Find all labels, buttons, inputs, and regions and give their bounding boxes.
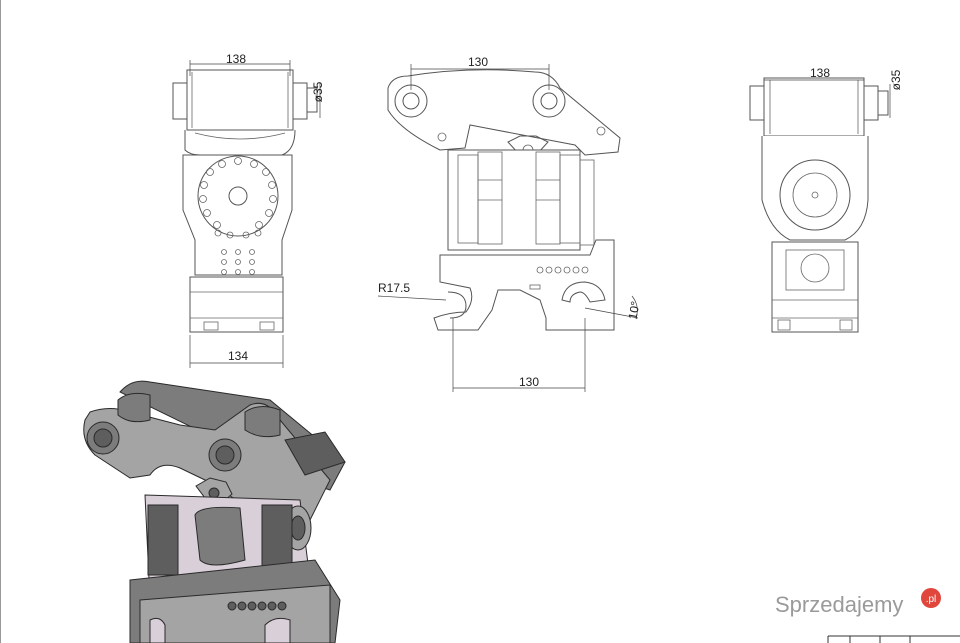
watermark: Sprzedajemy .pl xyxy=(775,588,941,617)
left-side-view xyxy=(172,60,321,368)
watermark-brand: Sprzedajemy xyxy=(775,592,903,617)
watermark-badge: .pl xyxy=(926,594,937,605)
left-pin-diameter-label: ø35 xyxy=(311,81,325,102)
isometric-3d-view xyxy=(83,380,346,643)
center-angle-label: 10° xyxy=(626,300,643,321)
center-top-span-label: 130 xyxy=(468,55,488,69)
left-top-width-label: 138 xyxy=(226,52,246,66)
center-radius-label: R17.5 xyxy=(378,281,410,295)
center-bottom-span-label: 130 xyxy=(519,375,539,389)
left-bottom-width-label: 134 xyxy=(228,349,248,363)
right-side-view xyxy=(749,77,891,333)
title-block-corner xyxy=(827,635,960,643)
center-front-view xyxy=(377,64,639,392)
right-pin-diameter-label: ø35 xyxy=(889,69,903,90)
right-top-width-label: 138 xyxy=(810,66,830,80)
watermark-badge-icon xyxy=(921,588,941,608)
